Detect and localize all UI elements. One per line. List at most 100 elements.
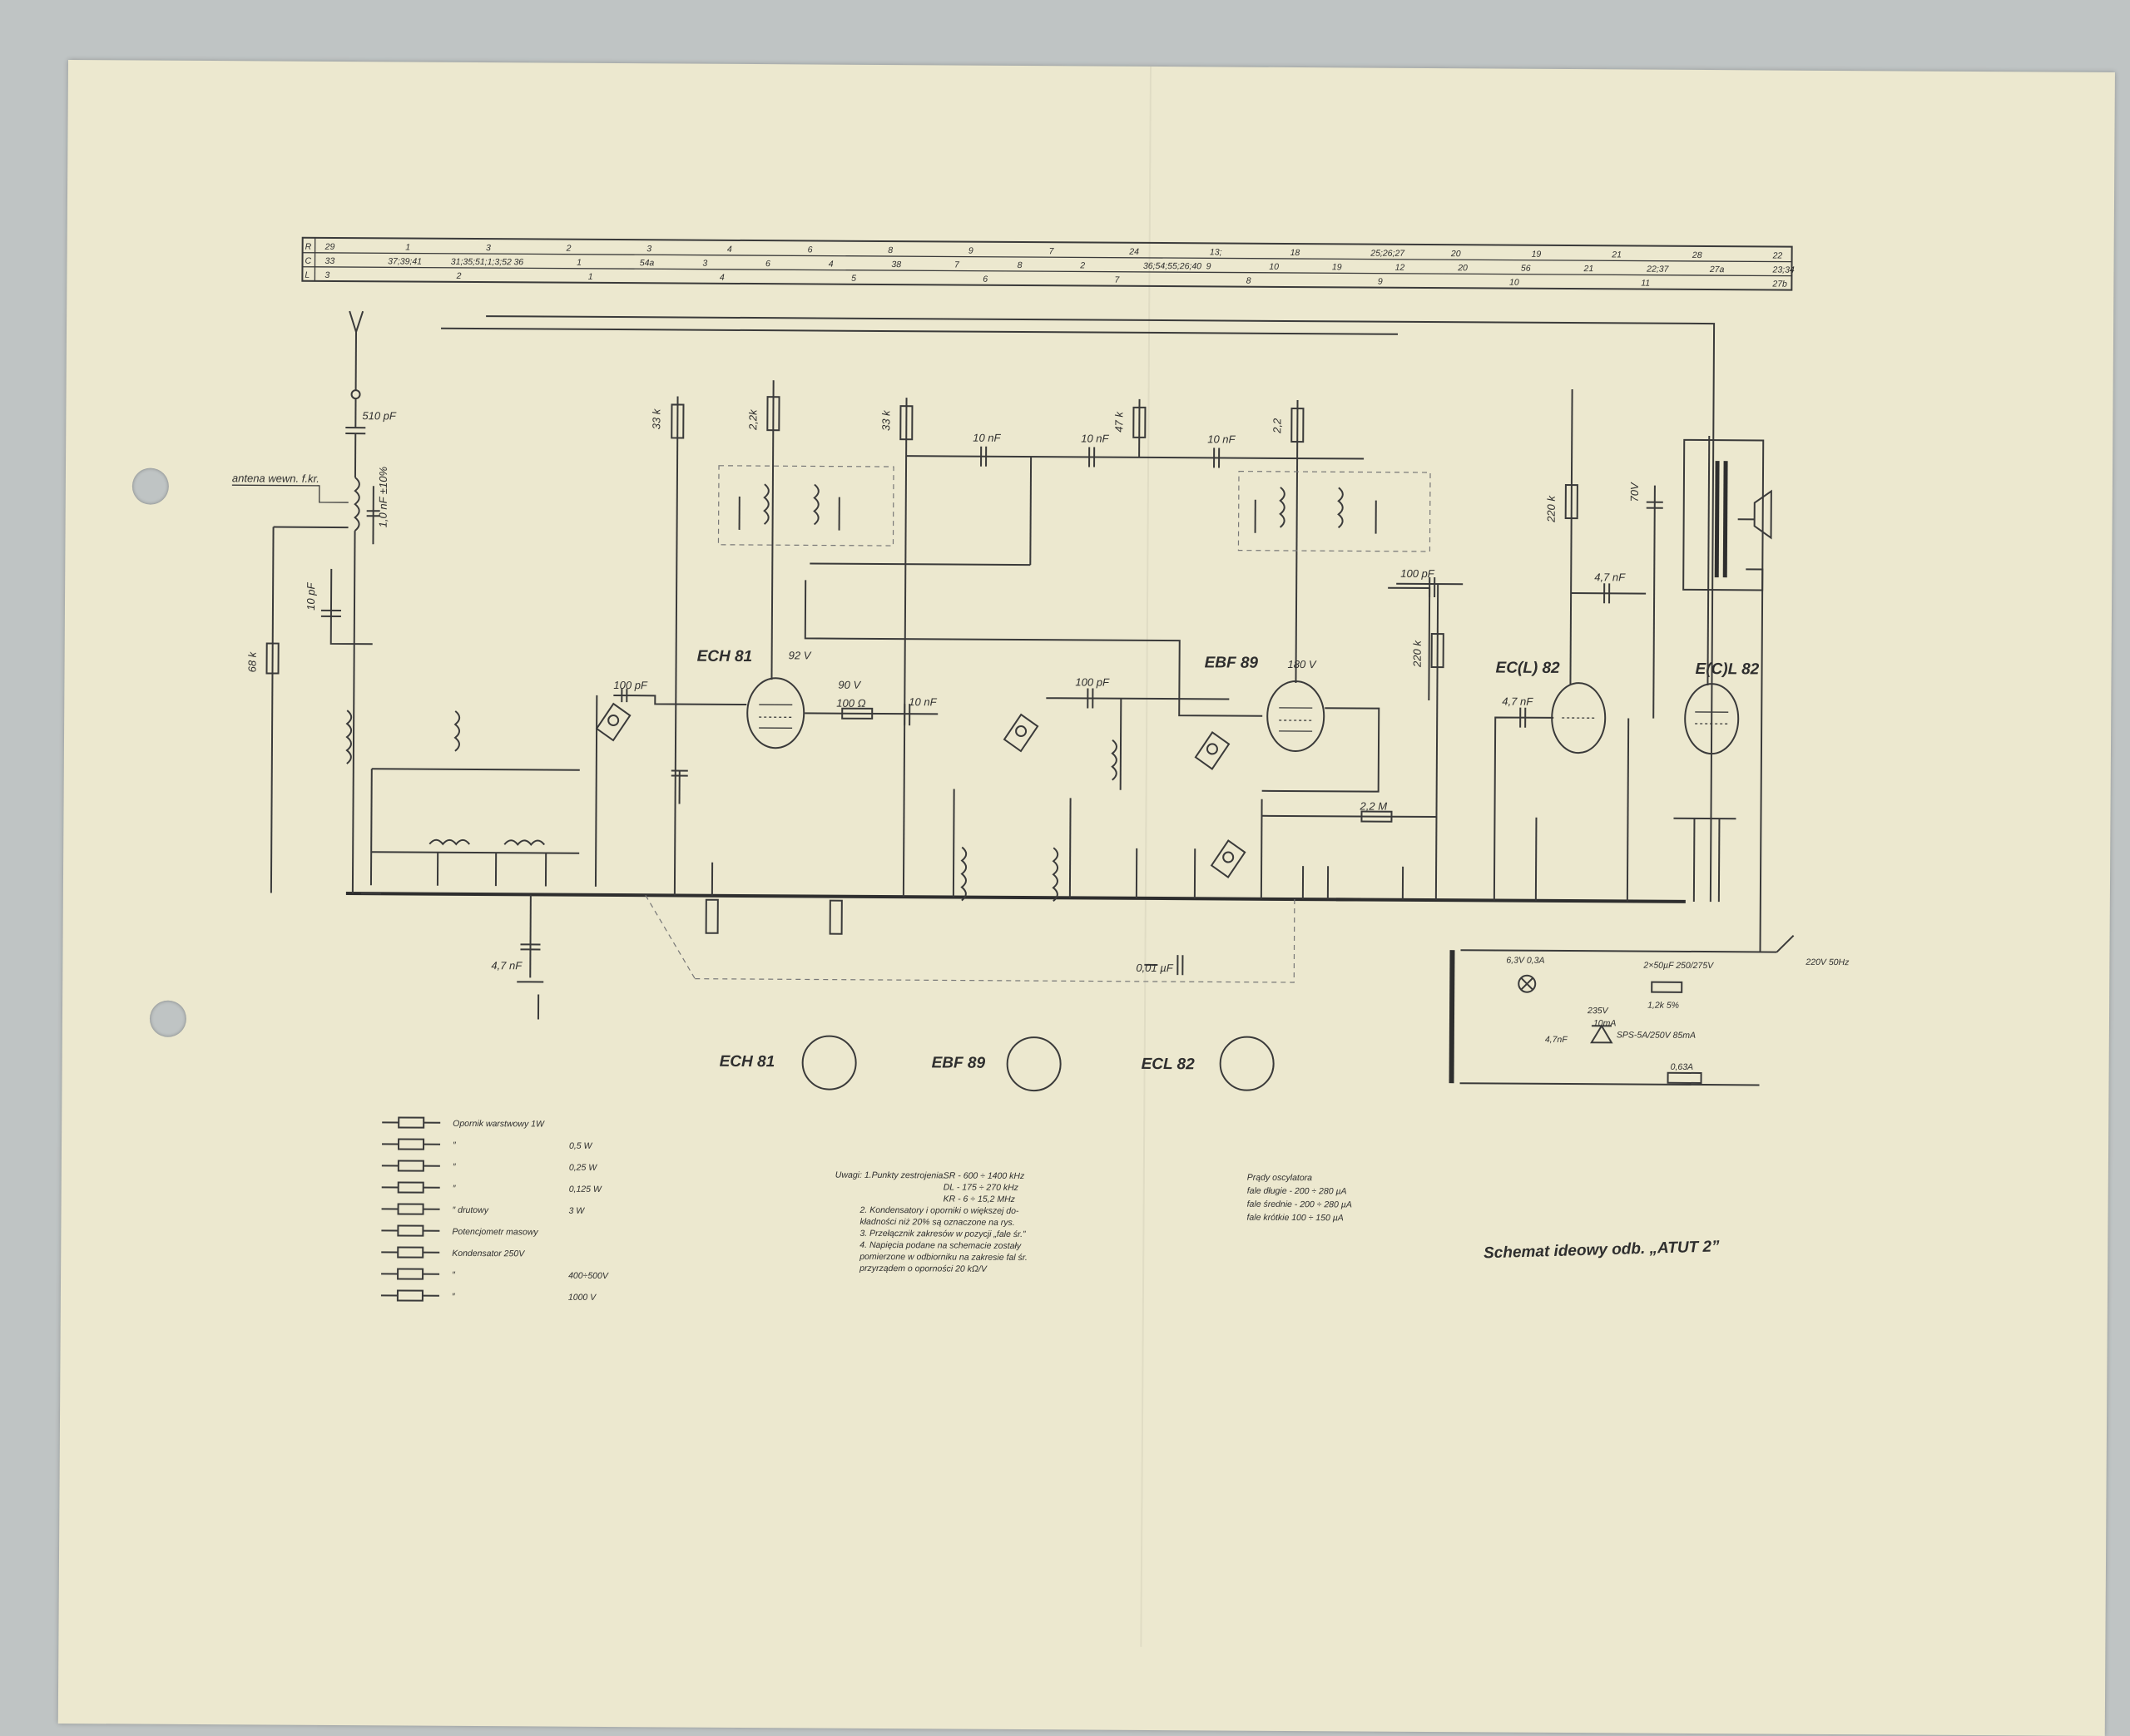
pinout-ech81-label: ECH 81 bbox=[720, 1053, 775, 1071]
legend-item-name: Potencjometr masowy bbox=[452, 1227, 538, 1238]
notes-line: 4. Napięcia podane na schemacie zostały bbox=[859, 1240, 1022, 1251]
legend-item-name: ″ bbox=[453, 1140, 457, 1150]
notes-line: DL - 175 ÷ 270 kHz bbox=[944, 1182, 1019, 1193]
c6-label: 10 nF bbox=[909, 695, 937, 708]
ruler-cell: 19 bbox=[1332, 262, 1342, 272]
legend-item-value: 1000 V bbox=[568, 1293, 597, 1303]
legend-item-name: ″ drutowy bbox=[453, 1205, 489, 1215]
pinout-ebf89-label: EBF 89 bbox=[932, 1054, 986, 1071]
audio-stage: 220 k 4,7 nF EC(L) 82 4,7 nF E(C)L 82 70… bbox=[1493, 388, 1771, 952]
symbol-legend: Opornik warstwowy 1W″0,5 W″0,25 W″0,125 … bbox=[381, 1117, 610, 1303]
r8-label: 47 k bbox=[1112, 411, 1125, 433]
c4-label: 10 nF bbox=[973, 432, 1001, 444]
ruler-cell: 56 bbox=[1521, 264, 1531, 274]
coupling-caps: 10 nF 10 nF 10 nF 47 k bbox=[805, 397, 1364, 716]
tube-ebf89-label: EBF 89 bbox=[1205, 654, 1259, 671]
notes-line: pomierzone w odbiorniku na zakresie fal … bbox=[859, 1252, 1028, 1263]
ruler-cell: 18 bbox=[1290, 248, 1300, 258]
ruler-cell: 36;54;55;26;40 bbox=[1143, 261, 1201, 271]
ruler-cell: 29 bbox=[324, 242, 335, 252]
antenna-section: 510 pF 1,0 nF ±10% antena wewn. f.kr. 68… bbox=[229, 310, 599, 1020]
mains-cap-label: 2×50µF 250/275V bbox=[1642, 961, 1714, 972]
legend-item-value: 400÷500V bbox=[568, 1271, 609, 1281]
fuse-icon bbox=[1668, 1073, 1702, 1083]
ruler-cell: 6 bbox=[765, 259, 770, 269]
c8-label: 10 nF bbox=[1081, 432, 1109, 444]
ruler-cell: 3 bbox=[486, 243, 491, 253]
legend-item-name: ″ bbox=[452, 1292, 456, 1302]
ebf89-anode-voltage: 180 V bbox=[1288, 658, 1317, 670]
notes-line: przyrządem o oporności 20 kΩ/V bbox=[859, 1264, 988, 1274]
c1-label: 100 pF bbox=[613, 679, 648, 691]
osc-coil-section: 100 pF bbox=[954, 675, 1230, 903]
mains-voltage-label: 220V 50Hz bbox=[1805, 957, 1850, 967]
ruler-cell: 20 bbox=[1450, 249, 1461, 259]
r4-label: 100 Ω bbox=[836, 697, 865, 710]
ruler-cell: 4 bbox=[727, 245, 732, 255]
ruler-cell: 13; bbox=[1210, 247, 1222, 257]
notes-line: 3. Przełącznik zakresów w pozycji „fale … bbox=[859, 1229, 1026, 1239]
c26-label: 0,01 µF bbox=[1136, 962, 1173, 974]
c53-label: 4,7 nF bbox=[491, 959, 523, 972]
c21-label: 4,7 nF bbox=[1502, 695, 1533, 708]
ruler-cell: 1 bbox=[577, 258, 582, 268]
ruler-cell: 10 bbox=[1269, 262, 1279, 272]
sheet-title: Schemat ideowy odb. „ATUT 2” bbox=[1484, 1238, 1721, 1262]
mains-transformer-core bbox=[1452, 950, 1453, 1083]
tube-ebf89 bbox=[1267, 681, 1325, 751]
ruler-cell: 28 bbox=[1692, 250, 1702, 260]
antenna-label: antena wewn. f.kr. bbox=[232, 472, 320, 485]
ruler-cell: 8 bbox=[1246, 276, 1251, 286]
osc-line: fale krótkie 100 ÷ 150 µA bbox=[1246, 1213, 1343, 1224]
b-plus-voltage: 70V bbox=[1628, 482, 1641, 502]
notes-line: KR - 6 ÷ 15,2 MHz bbox=[944, 1194, 1016, 1204]
ruler-cell: 4 bbox=[720, 273, 725, 283]
wave-switches bbox=[596, 704, 1246, 878]
osc-head: Prądy oscylatora bbox=[1247, 1173, 1312, 1183]
ruler-cell: 36 bbox=[513, 257, 523, 267]
power-supply: 220V 50Hz 6,3V 0,3A 2×50µF 250/275V 1,2k… bbox=[1452, 933, 1850, 1086]
legend-item-name: Kondensator 250V bbox=[452, 1249, 525, 1259]
ebf89-stage: 2,2 EBF 89 180 V 100 pF 220 k 2,2 M bbox=[1136, 399, 1464, 977]
c57-label: 4,7nF bbox=[1545, 1035, 1568, 1045]
ruler-cell: 2 bbox=[566, 244, 572, 254]
ruler-cell: 31;35;51;1;3;52 bbox=[451, 257, 512, 267]
ruler-cell: 24 bbox=[1128, 247, 1139, 257]
b-plus-rail bbox=[483, 316, 1714, 902]
ruler-cell: 23;34 bbox=[1771, 265, 1795, 275]
ruler-cell: 19 bbox=[1532, 250, 1542, 260]
legend-item-value: 0,125 W bbox=[569, 1185, 602, 1194]
ruler-cell: 21 bbox=[1583, 264, 1594, 274]
tube-ecl82a-label: EC(L) 82 bbox=[1496, 659, 1561, 676]
ech81-anode-voltage: 92 V bbox=[789, 649, 812, 661]
r9-label: 2,2 bbox=[1271, 418, 1283, 434]
tube-pinouts: ECH 81 EBF 89 ECL 82 bbox=[719, 1034, 1273, 1092]
ruler-cell: 2 bbox=[456, 271, 462, 281]
osc-line: fale długie - 200 ÷ 280 µA bbox=[1247, 1186, 1347, 1197]
fuse-label: 0,63A bbox=[1671, 1062, 1694, 1072]
ruler-cell: 37;39;41 bbox=[388, 256, 422, 266]
tuning-notes: Uwagi: 1.Punkty zestrojenia: SR - 600 ÷ … bbox=[835, 1170, 1028, 1274]
rectifier-voltage: 235V bbox=[1587, 1006, 1609, 1016]
tube-ech81-label: ECH 81 bbox=[697, 648, 753, 665]
lamp-label: 6,3V 0,3A bbox=[1506, 956, 1544, 966]
ruler-cell: 8 bbox=[1018, 260, 1023, 270]
ruler-cell: 2 bbox=[1079, 260, 1085, 270]
r24-label: 2,2 M bbox=[1360, 799, 1388, 812]
r19-label: 220 k bbox=[1545, 495, 1558, 523]
ruler-cell: 6 bbox=[808, 245, 813, 255]
legend-item-value: 0,25 W bbox=[569, 1163, 597, 1173]
coil-l1 bbox=[355, 477, 359, 531]
c9-label: 10 nF bbox=[1207, 433, 1236, 445]
power-switch-icon bbox=[1776, 936, 1793, 952]
rectifier-label: SPS-5A/250V 85mA bbox=[1617, 1030, 1696, 1041]
notes-line: kładności niż 20% są oznaczone na rys. bbox=[859, 1217, 1014, 1228]
ech81-osc-voltage: 90 V bbox=[838, 679, 861, 691]
ruler-cell: 4 bbox=[829, 260, 834, 270]
ruler-cell: 7 bbox=[954, 260, 960, 270]
r29-label: 68 k bbox=[246, 650, 259, 672]
legend-item-name: ″ bbox=[453, 1162, 457, 1172]
